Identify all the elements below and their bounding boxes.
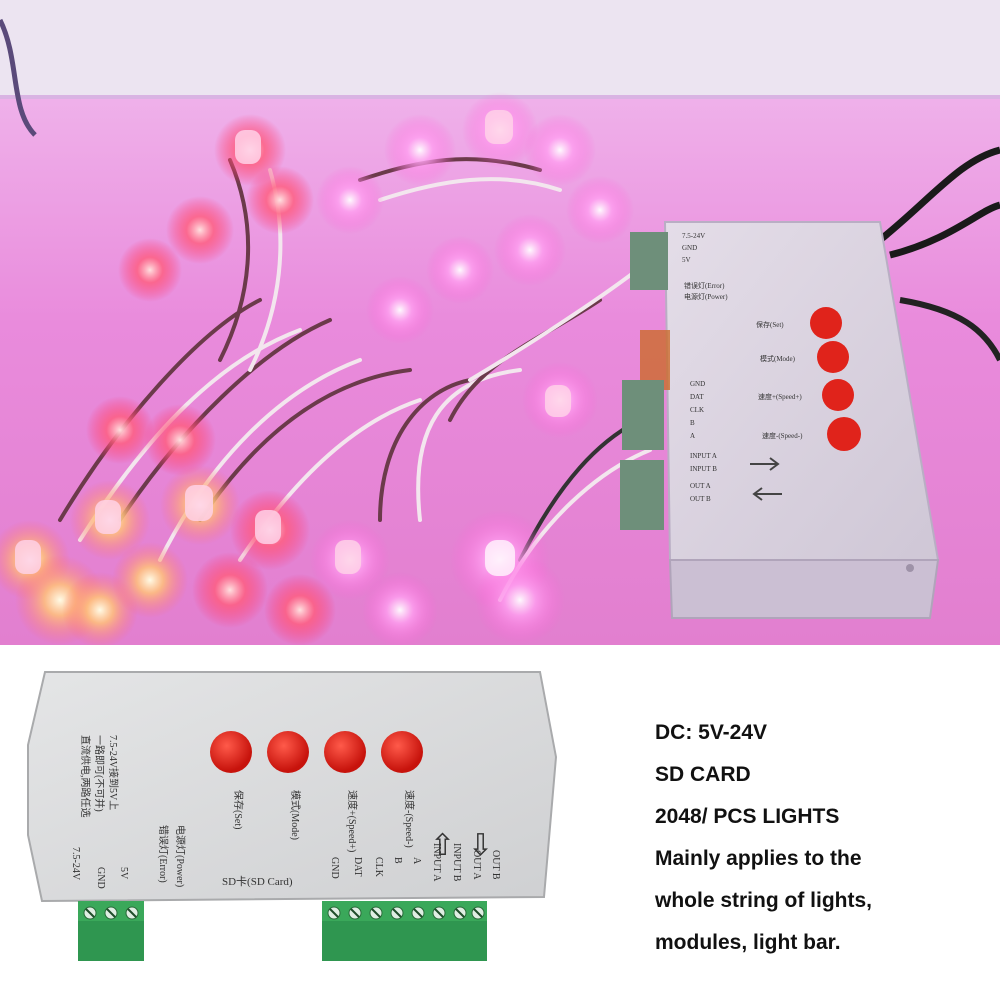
power-pin-gnd-label: GND xyxy=(95,867,106,889)
photo-power-pin-voltage: 7.5-24V xyxy=(682,232,705,240)
spec-voltage: DC: 5V-24V xyxy=(655,721,768,744)
photo-pin-a: A xyxy=(690,432,695,440)
photo-button-label-speed-minus: 速度-(Speed-) xyxy=(762,431,803,440)
signal-pin-input-a-label: INPUT A xyxy=(431,843,442,882)
photo-controller-box: 保存(Set) 模式(Mode) 速度+(Speed+) 速度-(Speed-)… xyxy=(620,221,940,619)
signal-pin-dat-label: DAT xyxy=(352,857,363,876)
photo-pin-input-b: INPUT B xyxy=(690,465,717,473)
speed-up-label: 速度+(Speed+) xyxy=(346,790,359,852)
output-arrow-down-icon: ⇩ xyxy=(468,828,493,863)
controller-diagram: 保存(Set) 模式(Mode) 速度+(Speed+) 速度-(Speed-)… xyxy=(27,671,558,961)
photo-pin-out-a: OUT A xyxy=(690,482,711,490)
power-terminal-block xyxy=(78,901,144,961)
notice-line-1: 直流供电,两路任选 xyxy=(79,735,92,818)
signal-pin-b-label: B xyxy=(392,857,403,864)
photo-button-label-mode: 模式(Mode) xyxy=(760,354,796,363)
product-detail-section: 保存(Set) 模式(Mode) 速度+(Speed+) 速度-(Speed-)… xyxy=(0,645,1000,1000)
notice-line-2: 一路即可(不可并) xyxy=(93,735,106,812)
photo-indicator-power: 电源灯(Power) xyxy=(684,292,728,301)
signal-pin-gnd-label: GND xyxy=(329,857,340,879)
signal-pin-input-b-label: INPUT B xyxy=(451,843,462,882)
product-photo: 保存(Set) 模式(Mode) 速度+(Speed+) 速度-(Speed-)… xyxy=(0,0,1000,645)
notice-line-3: 7.5-24V接到5V上 xyxy=(107,735,120,810)
spec-description-line-1: Mainly applies to the xyxy=(655,847,862,870)
power-indicator-label: 电源灯(Power) xyxy=(174,825,187,887)
photo-button-label-set: 保存(Set) xyxy=(756,320,784,329)
speed-down-button[interactable] xyxy=(381,731,423,773)
power-pin-5v-label: 5V xyxy=(118,867,129,880)
photo-pin-clk: CLK xyxy=(690,406,704,414)
photo-button-label-speed-plus: 速度+(Speed+) xyxy=(758,392,802,401)
spec-description-line-2: whole string of lights, xyxy=(655,889,872,912)
spec-lights: 2048/ PCS LIGHTS xyxy=(655,805,840,828)
photo-pin-out-b: OUT B xyxy=(690,495,711,503)
set-button[interactable] xyxy=(210,731,252,773)
signal-pin-out-a-label: OUT A xyxy=(471,850,482,880)
signal-terminal-block xyxy=(322,901,487,961)
signal-pin-clk-label: CLK xyxy=(373,857,384,878)
spec-description-line-3: modules, light bar. xyxy=(655,931,841,954)
photo-power-pin-5v: 5V xyxy=(682,256,691,264)
error-indicator-label: 错误灯(Error) xyxy=(157,825,170,883)
signal-pin-a-label: A xyxy=(411,857,422,865)
photo-indicator-error: 错误灯(Error) xyxy=(684,281,725,290)
sd-card-label: SD卡(SD Card) xyxy=(222,875,293,888)
set-button-label: 保存(Set) xyxy=(232,790,245,829)
photo-power-pin-gnd: GND xyxy=(682,244,697,252)
mode-button[interactable] xyxy=(267,731,309,773)
photo-pin-gnd: GND xyxy=(690,380,705,388)
photo-pin-input-a: INPUT A xyxy=(690,452,717,460)
photo-pin-dat: DAT xyxy=(690,393,704,401)
mode-button-label: 模式(Mode) xyxy=(289,790,302,840)
spec-sd-card: SD CARD xyxy=(655,763,751,786)
controller-case xyxy=(27,671,558,903)
photo-pin-b: B xyxy=(690,419,695,427)
speed-down-label: 速度-(Speed-) xyxy=(403,790,416,848)
led-string-photo-illustration: 保存(Set) 模式(Mode) 速度+(Speed+) 速度-(Speed-)… xyxy=(0,0,1000,645)
speed-up-button[interactable] xyxy=(324,731,366,773)
spec-list: DC: 5V-24V SD CARD 2048/ PCS LIGHTS Main… xyxy=(655,712,995,964)
signal-pin-out-b-label: OUT B xyxy=(490,850,501,880)
voltage-label: 7.5-24V xyxy=(70,847,81,881)
input-arrow-up-icon: ⇧ xyxy=(430,828,455,863)
